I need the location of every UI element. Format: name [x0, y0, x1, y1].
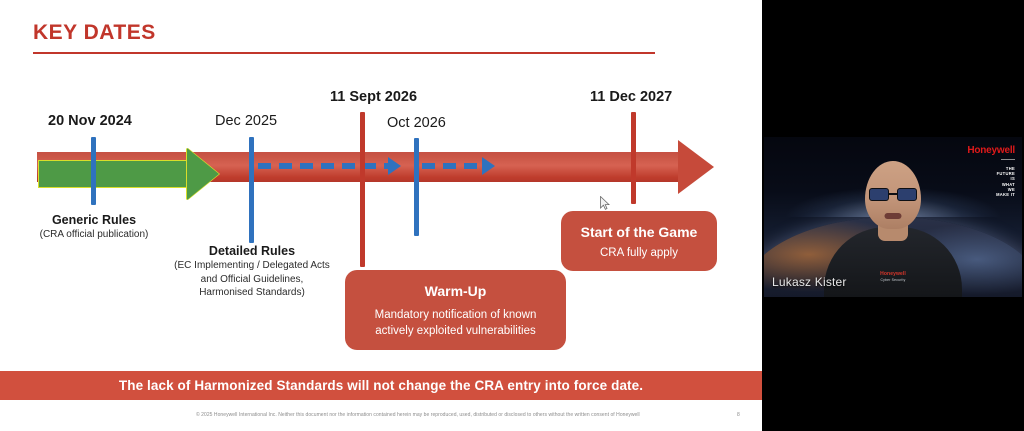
- brand-tagline-line-6: MAKE IT: [996, 192, 1015, 198]
- marker-line-11-sept-2026: [360, 112, 365, 267]
- title-underline: [33, 52, 655, 54]
- note-generic-rules-subtitle: (CRA official publication): [39, 229, 149, 240]
- brand-tagline: THE FUTURE IS WHAT WE MAKE IT: [967, 166, 1015, 197]
- marker-line-20-nov-2024: [91, 137, 96, 205]
- callout-start-of-the-game-title: Start of the Game: [580, 223, 698, 240]
- participant-name-label: Lukasz Kister: [772, 275, 847, 289]
- marker-line-oct-2026: [414, 138, 419, 236]
- slide-canvas: KEY DATES 20 Nov 2024 Dec 2025 11 Sept 2: [0, 0, 762, 431]
- glasses-left-lens: [869, 188, 889, 201]
- callout-start-of-the-game-line-1: CRA fully apply: [600, 246, 678, 259]
- brand-tagline-line-2: FUTURE: [996, 171, 1015, 177]
- brand-tagline-line-3: IS: [1010, 176, 1015, 182]
- callout-warm-up-line-1: Mandatory notification of known: [374, 309, 537, 321]
- note-generic-rules: Generic Rules (CRA official publication): [24, 212, 164, 242]
- speaker-mouth: [884, 213, 902, 219]
- timeline-blue-dashed-segment-1: [258, 163, 388, 169]
- callout-warm-up: Warm-Up Mandatory notification of known …: [345, 270, 566, 350]
- marker-line-11-dec-2027: [631, 112, 636, 204]
- note-detailed-rules-subtitle-line-2: and Official Guidelines,: [200, 273, 304, 285]
- key-message-banner: The lack of Harmonized Standards will no…: [0, 371, 762, 400]
- note-detailed-rules: Detailed Rules (EC Implementing / Delega…: [155, 243, 349, 300]
- shirt-brand-text: Honeywell: [880, 271, 906, 277]
- glasses-bridge: [889, 193, 897, 195]
- timeline-green-arrowhead: [187, 148, 219, 200]
- date-label-oct-2026: Oct 2026: [387, 115, 446, 131]
- timeline-blue-dashed-arrowhead-2: [482, 157, 495, 175]
- marker-line-dec-2025: [249, 137, 254, 243]
- timeline-blue-dashed-segment-2: [422, 163, 482, 169]
- glasses-icon: [869, 188, 917, 201]
- shirt-sub-text: Cyber Security: [880, 278, 906, 282]
- date-label-dec-2025: Dec 2025: [215, 113, 278, 129]
- brand-divider: [1001, 159, 1015, 160]
- brand-tagline-line-1: THE: [1005, 166, 1015, 171]
- honeywell-wordmark: Honeywell: [967, 145, 1015, 156]
- note-detailed-rules-subtitle-line-3: Harmonised Standards): [199, 287, 305, 298]
- timeline-red-arrowhead: [678, 140, 714, 194]
- mouse-cursor-icon: [600, 196, 610, 210]
- footer-copyright: © 2025 Honeywell International Inc. Neit…: [196, 412, 640, 418]
- glasses-right-lens: [897, 188, 917, 201]
- date-label-20-nov-2024: 20 Nov 2024: [48, 113, 132, 129]
- footer-page-number: 8: [737, 412, 740, 418]
- video-feed[interactable]: Honeywell Cyber Security Honeywell THE F…: [764, 137, 1022, 297]
- timeline-graphic: 20 Nov 2024 Dec 2025 11 Sept 2026 Oct 20…: [24, 89, 717, 350]
- note-generic-rules-title: Generic Rules: [51, 213, 137, 227]
- note-detailed-rules-subtitle-line-1: (EC Implementing / Delegated Acts: [174, 260, 330, 271]
- video-tile[interactable]: Honeywell Cyber Security Honeywell THE F…: [762, 0, 1024, 431]
- date-label-11-dec-2027: 11 Dec 2027: [590, 89, 673, 105]
- honeywell-brand-overlay: Honeywell THE FUTURE IS WHAT WE MAKE IT: [967, 145, 1015, 197]
- brand-tagline-line-5: WE: [1007, 186, 1015, 192]
- callout-start-of-the-game: Start of the Game CRA fully apply: [561, 211, 717, 271]
- note-detailed-rules-title: Detailed Rules: [208, 244, 296, 258]
- page-title: KEY DATES: [33, 21, 156, 44]
- timeline-green-arrow-body: [38, 160, 188, 188]
- callout-warm-up-line-2: actively exploited vulnerabilities: [375, 325, 536, 337]
- date-label-11-sept-2026: 11 Sept 2026: [330, 89, 418, 105]
- callout-warm-up-title: Warm-Up: [424, 283, 487, 299]
- brand-tagline-line-4: WHAT: [1001, 181, 1015, 187]
- timeline-blue-dashed-arrowhead-1: [388, 157, 401, 175]
- shirt-honeywell-logo: Honeywell Cyber Security: [880, 271, 906, 283]
- slide-footer: © 2025 Honeywell International Inc. Neit…: [0, 409, 762, 427]
